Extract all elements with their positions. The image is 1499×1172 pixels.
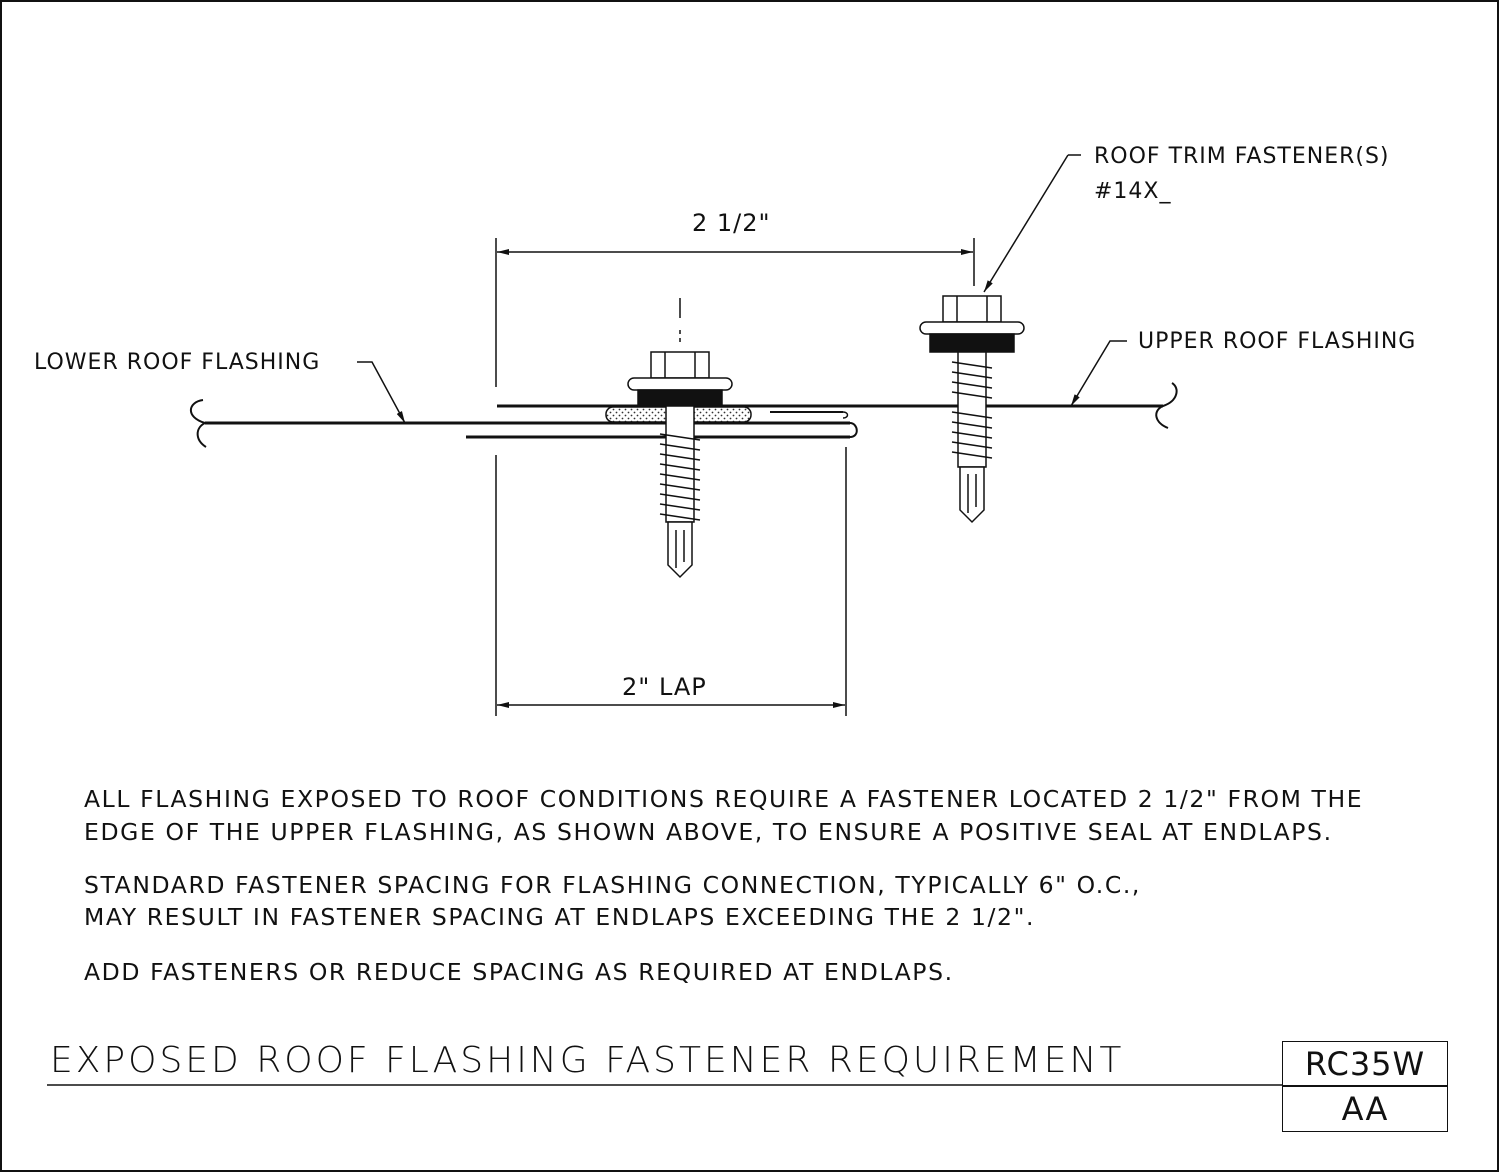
lower-break-symbol xyxy=(189,399,207,448)
detail-number-box: RC35W xyxy=(1282,1041,1448,1087)
note-3: ADD FASTENERS OR REDUCE SPACING AS REQUI… xyxy=(84,958,954,986)
dimension-lines xyxy=(495,238,975,716)
lower-roof-flashing xyxy=(189,399,858,448)
fastener-callout-line1: ROOF TRIM FASTENER(S) xyxy=(1094,144,1390,169)
leader-lines xyxy=(357,154,1127,424)
drawing-title: EXPOSED ROOF FLASHING FASTENER REQUIREME… xyxy=(50,1040,1125,1081)
lap-fastener xyxy=(627,298,733,579)
dimension-label-2-1-2: 2 1/2" xyxy=(692,209,771,237)
note-2-line-1: STANDARD FASTENER SPACING FOR FLASHING C… xyxy=(84,871,1141,899)
upper-roof-flashing xyxy=(497,382,1178,429)
upper-break-symbol xyxy=(1155,382,1178,429)
upper-flashing-label: UPPER ROOF FLASHING xyxy=(1138,329,1417,354)
lower-flashing-label: LOWER ROOF FLASHING xyxy=(34,350,321,375)
revision: AA xyxy=(1341,1089,1389,1128)
fastener-callout-line2: #14X_ xyxy=(1094,179,1172,204)
detail-number: RC35W xyxy=(1304,1045,1426,1083)
roof-trim-fastener xyxy=(919,295,1025,524)
dimension-label-lap: 2" LAP xyxy=(622,673,707,701)
note-1-line-1: ALL FLASHING EXPOSED TO ROOF CONDITIONS … xyxy=(84,785,1364,813)
note-1-line-2: EDGE OF THE UPPER FLASHING, AS SHOWN ABO… xyxy=(84,818,1333,846)
note-2-line-2: MAY RESULT IN FASTENER SPACING AT ENDLAP… xyxy=(84,903,1036,931)
revision-box: AA xyxy=(1282,1085,1448,1132)
